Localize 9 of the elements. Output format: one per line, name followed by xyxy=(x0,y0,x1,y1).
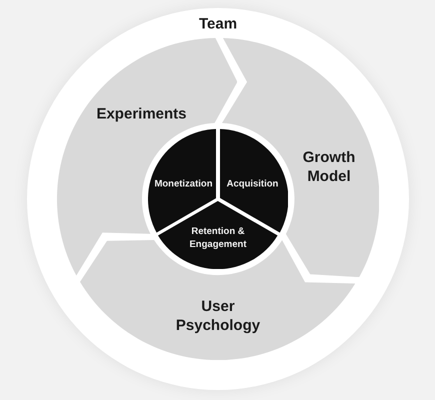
segment-label: Growth Model xyxy=(302,148,356,186)
pie-sector xyxy=(158,200,278,269)
ring-segment xyxy=(80,240,356,360)
segment-label: User Psychology xyxy=(176,296,260,335)
sector-label: Monetization xyxy=(154,177,213,190)
sector-label: Retention & Engagement xyxy=(188,224,247,251)
sector-label: Acquisition xyxy=(226,177,278,190)
segment-label: Experiments xyxy=(96,104,186,124)
ring-label: Team xyxy=(198,14,238,34)
